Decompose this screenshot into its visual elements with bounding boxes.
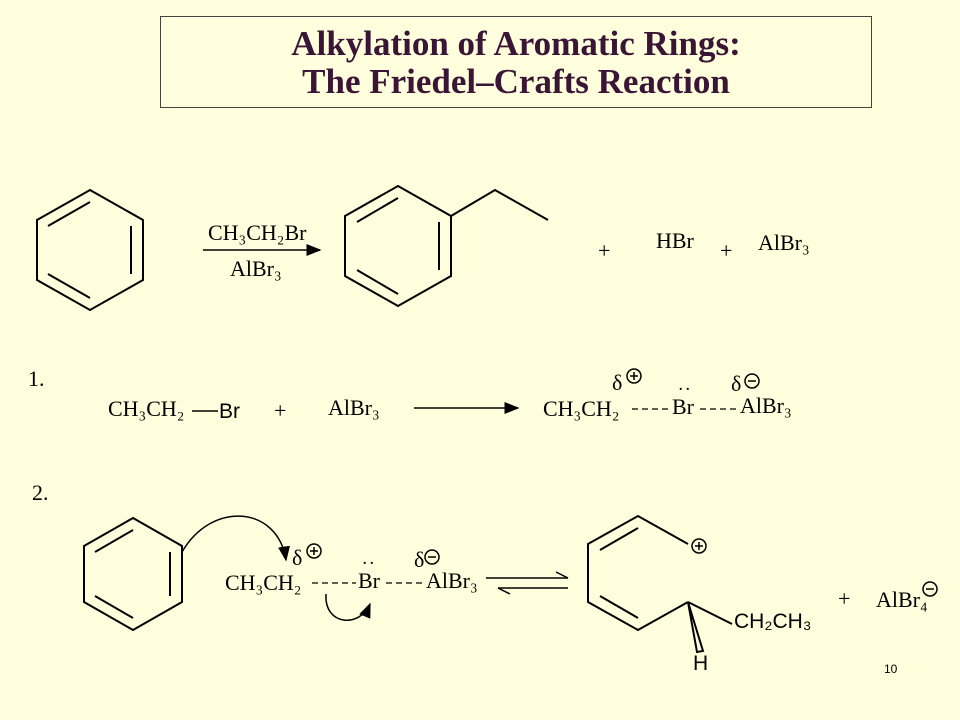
reagent-aluminum-bromide: AlBr₃ (230, 256, 282, 281)
overall-plus-2: + (720, 238, 732, 263)
step-2-number: 2. (32, 480, 49, 505)
step2-complex-bromine: Br (358, 568, 381, 593)
step-1-number: 1. (28, 366, 45, 391)
step1-negative-charge-icon (744, 373, 760, 389)
step1-complex-bromine: Br (672, 394, 695, 419)
title-line-1: Alkylation of Aromatic Rings: (291, 24, 741, 63)
tetrabromoaluminate-charge-icon (922, 581, 938, 597)
byproduct-aluminum-bromide: AlBr₃ (758, 230, 810, 255)
ethylbenzene-product (344, 184, 549, 308)
step1-complex-aluminum: AlBr₃ (740, 393, 792, 418)
electron-arrow-ring-to-carbon (181, 515, 290, 562)
step1-plus: + (274, 398, 286, 423)
step1-bromine: Br (219, 400, 240, 423)
step1-complex-ethyl: CH₃CH₂ (543, 396, 619, 421)
carbocation-charge-icon (691, 538, 707, 554)
overall-plus-1: + (598, 238, 610, 263)
title-line-2: The Friedel–Crafts Reaction (302, 62, 730, 101)
step2-plus: + (838, 586, 850, 611)
benzene-reactant (36, 188, 144, 312)
step1-ethyl-group: CH₃CH₂ (108, 396, 184, 421)
intermediate-ethyl-substituent: CH₂CH₃ (734, 610, 811, 633)
step1-positive-charge-icon (626, 368, 642, 384)
byproduct-hbr: HBr (656, 228, 695, 253)
equilibrium-arrows (486, 571, 569, 595)
slide-number: 10 (884, 662, 898, 676)
step2-negative-charge-icon (424, 549, 440, 565)
step1-delta-plus: δ (612, 370, 622, 395)
arenium-ion-intermediate (587, 514, 733, 654)
step1-bromine-lone-pair: . . (679, 379, 690, 394)
step1-aluminum-bromide: AlBr₃ (328, 395, 380, 420)
step2-complex-ethyl: CH₃CH₂ (225, 570, 301, 595)
reagent-ethyl-bromide: CH₃CH₂Br (208, 220, 307, 245)
step2-delta-minus: δ (414, 547, 424, 572)
step2-complex-aluminum: AlBr₃ (426, 568, 478, 593)
step2-delta-plus: δ (292, 545, 302, 570)
step2-positive-charge-icon (306, 543, 322, 559)
title-box: Alkylation of Aromatic Rings: The Friede… (160, 16, 872, 108)
tetrabromoaluminate-product: AlBr₄ (876, 587, 928, 612)
intermediate-hydrogen: H (693, 652, 708, 675)
benzene-nucleophile (83, 516, 183, 632)
step2-bromine-lone-pair: . . (363, 553, 374, 568)
step1-delta-minus: δ (731, 371, 741, 396)
electron-arrow-bond-to-bromine (325, 593, 371, 621)
